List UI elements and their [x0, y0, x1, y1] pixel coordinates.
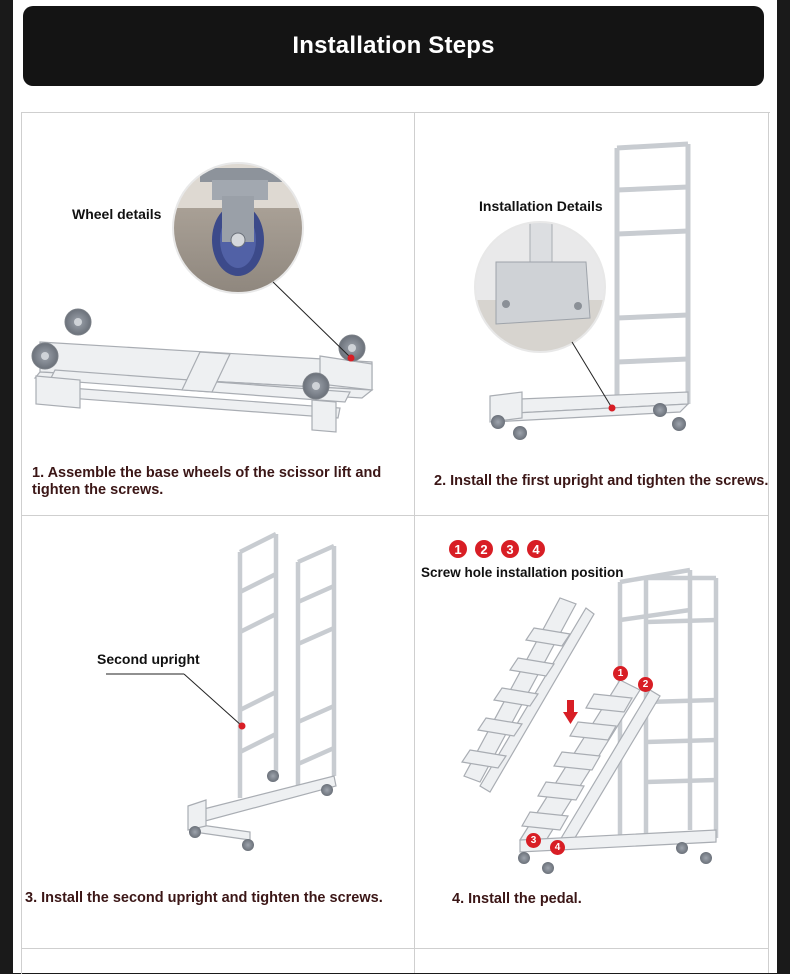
diagram-marker-1: 1 [613, 666, 628, 681]
marker-4: 4 [527, 540, 545, 558]
wheel-casters-step3 [189, 770, 333, 851]
grid-divider-vertical [414, 112, 415, 973]
pedal-frame-illustration [617, 567, 719, 845]
grid-divider-right [768, 112, 769, 973]
marker-1: 1 [449, 540, 467, 558]
diagram-marker-2: 2 [638, 677, 653, 692]
down-arrow-icon [563, 700, 578, 724]
installation-detail-zoom [474, 221, 606, 353]
header-banner: Installation Steps [23, 6, 764, 86]
pedal-stair-installed [519, 679, 717, 853]
diagram-marker-4: 4 [550, 840, 565, 855]
steps-grid [21, 112, 770, 974]
step-3-caption: 3. Install the second upright and tighte… [25, 890, 383, 906]
page-sheet [13, 0, 777, 973]
second-upright-label: Second upright [97, 651, 200, 667]
first-upright-illustration [614, 141, 691, 408]
marker-3: 3 [501, 540, 519, 558]
marker-2: 2 [475, 540, 493, 558]
step-2-caption: 2. Install the first upright and tighten… [434, 473, 769, 489]
diagram-marker-3: 3 [526, 833, 541, 848]
first-upright-base [489, 391, 690, 423]
wheel-casters-step4 [518, 842, 712, 874]
pedal-stair-loose [460, 597, 595, 793]
screw-hole-label: Screw hole installation position [421, 565, 624, 580]
second-upright-base [187, 775, 337, 841]
page-title: Installation Steps [292, 32, 495, 59]
wheel-casters-step2 [491, 403, 686, 440]
second-upright-illustration [237, 531, 337, 798]
grid-divider-row-2 [21, 948, 769, 949]
base-frame-illustration [33, 341, 374, 433]
wheel-casters-step1 [31, 308, 366, 400]
step-4-caption: 4. Install the pedal. [452, 891, 582, 907]
wheel-detail-zoom [172, 162, 304, 294]
step-1-caption: 1. Assemble the base wheels of the sciss… [32, 465, 382, 498]
installation-details-label: Installation Details [479, 198, 603, 214]
grid-divider-row-1 [21, 515, 769, 516]
wheel-details-label: Wheel details [72, 206, 162, 222]
